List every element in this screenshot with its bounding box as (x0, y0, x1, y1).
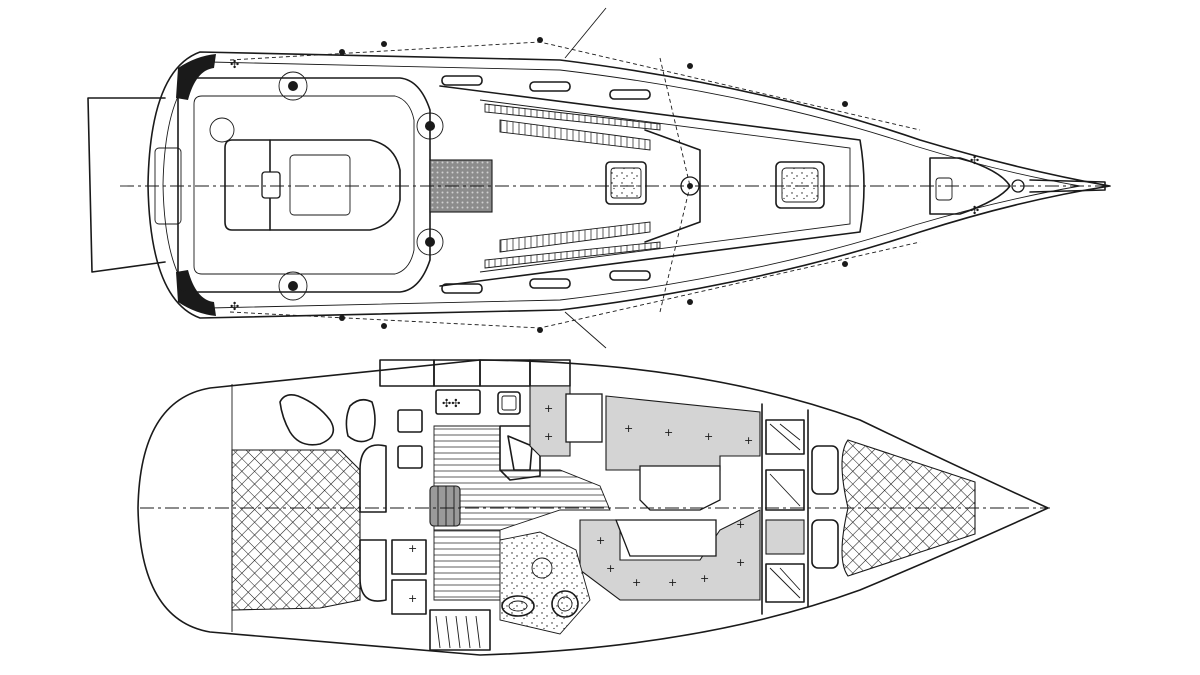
port-shroud (659, 57, 691, 187)
svg-text:+: + (700, 572, 709, 585)
svg-text:+: + (744, 434, 753, 447)
cockpit-table-top (289, 154, 351, 216)
anchor-hatch (935, 177, 953, 201)
hanging-locker (429, 609, 491, 651)
port-sidedeck-slats (484, 103, 661, 131)
forward-shelf (811, 519, 839, 569)
svg-text:+: + (704, 430, 713, 443)
svg-text:+: + (596, 534, 605, 547)
locker (391, 579, 427, 615)
svg-text:+: + (736, 556, 745, 569)
hatch-icon (775, 161, 825, 209)
port-quarter-fairing (176, 54, 216, 100)
cleat-icon: ✣ (970, 204, 979, 217)
starboard-portlight (441, 283, 483, 294)
saloon-table-leaf (565, 393, 603, 443)
anchor-locker (929, 157, 1011, 215)
galley-side (529, 359, 571, 387)
backstay-leader (564, 7, 607, 59)
helm-pedestal (261, 171, 281, 199)
port-portlight (441, 75, 483, 86)
port-aft-pilot-berth (359, 444, 387, 513)
svg-text:+: + (544, 430, 553, 443)
sink-icon (497, 391, 521, 415)
cleat-icon: ✣ (970, 154, 979, 167)
transom-outline (87, 97, 166, 273)
port-portlight (609, 89, 651, 100)
galley-counter-fwd (479, 359, 531, 387)
stern-locker-cap (209, 117, 235, 143)
stbd-aft-pilot-berth (359, 539, 387, 602)
port-portlight (529, 81, 571, 92)
interior-layout: ✣✣ (137, 359, 1050, 656)
svg-text:+: + (624, 422, 633, 435)
winch-icon (416, 112, 444, 140)
cleat-icon: ✣ (230, 58, 239, 71)
port-guardrail (229, 41, 921, 131)
toilet-icon (501, 595, 535, 617)
sail-bag-icon (279, 394, 376, 446)
fridge-lid (397, 445, 423, 469)
starboard-settee (579, 509, 761, 601)
winch-icon (278, 271, 308, 301)
starboard-guardrail (229, 241, 921, 329)
bow-roller (1029, 179, 1106, 193)
saloon-table (639, 465, 721, 511)
starboard-sidedeck-slats (484, 241, 661, 269)
cleat-icon: ✣ (230, 300, 239, 313)
port-settee-back (605, 395, 761, 471)
galley-counter-aft (379, 359, 435, 387)
starboard-quarter-fairing (176, 270, 216, 316)
saloon-floor-aft (433, 529, 501, 601)
port-grabrail-slats (499, 119, 651, 151)
svg-text:+: + (544, 402, 553, 415)
fridge-lid (397, 409, 423, 433)
genoa-sheet-leader (564, 311, 607, 349)
sink-icon (551, 590, 579, 618)
companionway-steps (429, 485, 461, 527)
deck-plan: ✣ ✣ ✣ ✣ (87, 7, 1111, 349)
head-floor (499, 531, 591, 635)
cockpit-coaming (177, 77, 431, 293)
stanchions (339, 37, 848, 333)
svg-text:+: + (668, 576, 677, 589)
cockpit-table (224, 139, 401, 231)
interior-hull-outline (137, 359, 1049, 656)
svg-text:+: + (606, 562, 615, 575)
cushion-star-icon: + + + + + + + + + + + + + + + (408, 402, 753, 605)
locker (391, 539, 427, 575)
svg-text:+: + (408, 542, 417, 555)
svg-text:+: + (408, 592, 417, 605)
toe-rail (162, 61, 1081, 309)
aft-berth (231, 449, 361, 611)
starboard-grabrail-slats (499, 221, 651, 253)
starboard-shroud (659, 185, 691, 313)
forward-lockers (765, 419, 805, 603)
winch-icon (416, 228, 444, 256)
winch-icon (278, 71, 308, 101)
starboard-portlight (529, 278, 571, 289)
svg-text:✣✣: ✣✣ (442, 397, 460, 410)
settee-cushion (615, 519, 717, 557)
hull-outline (147, 51, 1111, 319)
svg-text:+: + (632, 576, 641, 589)
starboard-portlight (609, 270, 651, 281)
svg-text:+: + (736, 518, 745, 531)
hanging-locker-rails (435, 615, 481, 649)
shower-drain (531, 557, 553, 579)
chart-table-icon (507, 435, 533, 471)
hatch-icon (605, 161, 647, 205)
stove-icon: ✣✣ (435, 389, 481, 415)
port-settee (529, 385, 571, 457)
forward-shelf (811, 445, 839, 495)
cockpit-inner (193, 95, 415, 275)
svg-text:+: + (664, 426, 673, 439)
